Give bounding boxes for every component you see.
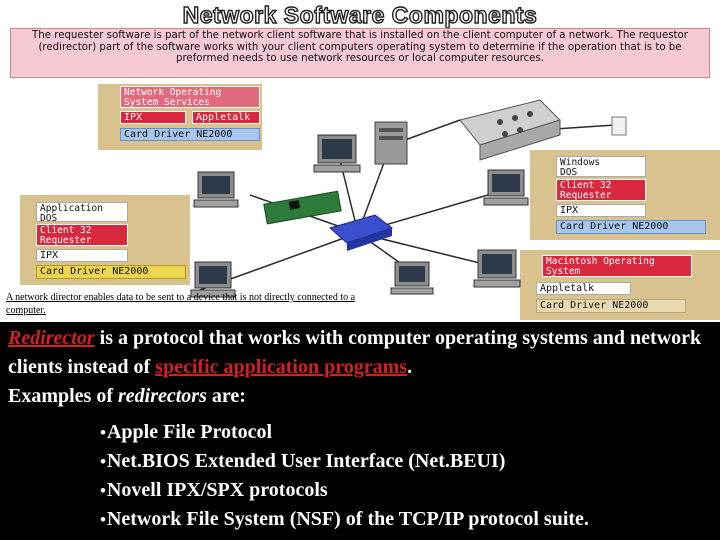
network-diagram-figure: Network Software Components The requeste… — [0, 0, 720, 322]
layer-mac-os: Macintosh Operating System — [542, 255, 692, 277]
examples-heading: Examples of redirectors are: — [8, 382, 714, 411]
layer-os: Windows DOS — [556, 156, 646, 178]
list-item: •Apple File Protocol — [100, 418, 589, 447]
protocol-stack-server: Network Operating System Services IPX Ap… — [120, 86, 260, 146]
figure-title: Network Software Components — [182, 1, 538, 28]
layer-application-label: Application — [40, 203, 103, 214]
list-item: •Novell IPX/SPX protocols — [100, 476, 589, 505]
examples-term: redirectors — [118, 385, 207, 407]
redirector-definition: Redirector is a protocol that works with… — [8, 324, 714, 382]
example-text: Apple File Protocol — [106, 421, 273, 443]
layer-appletalk: Appletalk — [192, 111, 260, 124]
layer-card-driver: Card Driver NE2000 — [36, 265, 186, 279]
computer-icon-1 — [313, 134, 361, 173]
layer-card-driver: Card Driver NE2000 — [120, 128, 260, 141]
layer-ipx: IPX — [120, 111, 186, 124]
layer-nos: Network Operating System Services — [120, 86, 260, 108]
wall-jack-icon — [611, 116, 627, 136]
bullet-icon: • — [100, 452, 106, 471]
examples-lead: Examples of — [8, 385, 118, 407]
example-text: Novell IPX/SPX protocols — [106, 479, 328, 501]
protocol-stack-windows-client: Windows DOS Client 32 Requester IPX Card… — [556, 156, 706, 236]
definition-text: is a protocol that works with computer o… — [8, 327, 702, 378]
bullet-icon: • — [100, 481, 106, 500]
intro-text: The requester software is part of the ne… — [32, 30, 688, 65]
computer-icon-3 — [483, 169, 529, 206]
layer-os-label-1: Windows — [560, 157, 601, 168]
bullet-icon: • — [100, 423, 106, 442]
examples-tail: are: — [206, 385, 246, 407]
slide-body: Redirector is a protocol that works with… — [8, 324, 714, 411]
server-icon — [374, 121, 408, 165]
redirector-link[interactable]: Redirector — [8, 327, 95, 349]
list-item: •Net.BIOS Extended User Interface (Net.B… — [100, 447, 589, 476]
examples-list: •Apple File Protocol •Net.BIOS Extended … — [100, 418, 589, 534]
layer-requester: Client 32 Requester — [36, 224, 128, 246]
protocol-stack-mac-client: Macintosh Operating System Appletalk Car… — [536, 255, 696, 317]
layer-os-label-2: DOS — [560, 167, 578, 178]
computer-icon-5 — [390, 261, 434, 295]
layer-card-driver: Card Driver NE2000 — [536, 299, 686, 313]
computer-icon-6 — [190, 261, 236, 298]
definition-period: . — [407, 356, 413, 378]
layer-appletalk: Appletalk — [536, 282, 631, 295]
intro-box: The requester software is part of the ne… — [10, 28, 710, 78]
figure-caption: A network director enables data to be se… — [6, 292, 356, 316]
application-programs-link[interactable]: specific application programs — [155, 356, 408, 378]
layer-requester: Client 32 Requester — [556, 179, 646, 201]
computer-icon-4 — [473, 249, 521, 288]
switch-icon — [328, 214, 394, 251]
example-text: Net.BIOS Extended User Interface (Net.BE… — [106, 450, 506, 472]
protocol-stack-dos-client: Application DOS Client 32 Requester IPX … — [36, 202, 186, 282]
list-item: •Network File System (NSF) of the TCP/IP… — [100, 505, 589, 534]
network-card-icon — [263, 190, 342, 225]
layer-card-driver: Card Driver NE2000 — [556, 220, 706, 234]
layer-ipx: IPX — [556, 204, 646, 217]
layer-ipx: IPX — [36, 249, 128, 262]
layer-os-label: DOS — [40, 213, 58, 224]
hub-icon — [459, 99, 561, 161]
example-text: Network File System (NSF) of the TCP/IP … — [106, 508, 589, 530]
layer-application: Application DOS — [36, 202, 128, 224]
computer-icon-2 — [193, 171, 239, 208]
bullet-icon: • — [100, 510, 106, 529]
